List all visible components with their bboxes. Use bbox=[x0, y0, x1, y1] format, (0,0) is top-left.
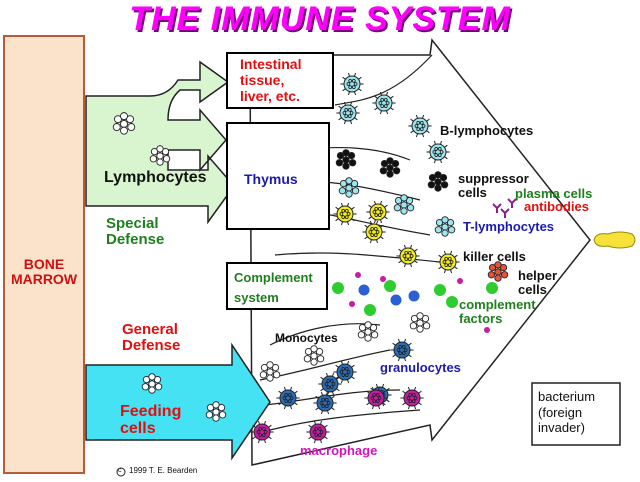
killer-cell bbox=[333, 202, 357, 226]
helper-cells-label: helper cells bbox=[518, 268, 558, 297]
b-lymphocyte-cell bbox=[426, 140, 450, 164]
intestinal-label: Intestinal tissue, liver, etc. bbox=[240, 56, 302, 105]
copyright-label: 1999 T. E. Bearden bbox=[129, 466, 198, 475]
lymphocyte-cell bbox=[112, 112, 136, 135]
complement-factor-dot bbox=[484, 327, 490, 333]
special-defense-arrow-shape bbox=[85, 60, 235, 225]
monocyte-cell bbox=[409, 312, 431, 333]
b-lymphocyte-cell bbox=[372, 91, 396, 115]
killer-cells-label: killer cells bbox=[463, 249, 526, 264]
granulocytes-label: granulocytes bbox=[380, 360, 461, 375]
b-lymphocyte-cell bbox=[408, 114, 432, 138]
lymphocytes-label: Lymphocytes bbox=[104, 169, 207, 186]
antibody-icon bbox=[507, 198, 517, 208]
special-defense-label: Special Defense bbox=[106, 215, 165, 248]
t-lymphocyte-cell bbox=[338, 177, 360, 198]
lymphocyte-cell bbox=[149, 145, 171, 166]
intestinal-box bbox=[226, 52, 334, 109]
thymus-box bbox=[226, 122, 330, 230]
antibody-icon bbox=[492, 203, 502, 213]
complement-factor-dot bbox=[349, 301, 355, 307]
suppressor-cells-label: suppressor cells bbox=[458, 171, 529, 200]
suppressor-cell bbox=[379, 157, 401, 178]
feeding-cell bbox=[141, 373, 163, 394]
complement-factor-dot bbox=[380, 276, 386, 282]
bacterium-label: bacterium (foreign invader) bbox=[538, 389, 596, 436]
complement-factor-dot bbox=[364, 304, 376, 316]
suppressor-cell bbox=[427, 171, 449, 192]
thymus-label: Thymus bbox=[244, 171, 298, 187]
complement-factor-dot bbox=[457, 278, 463, 284]
bacterium-shape bbox=[593, 231, 636, 249]
complement-factors-label: complement factors bbox=[459, 297, 536, 326]
bone-marrow-block bbox=[3, 35, 85, 474]
bone-marrow-label: BONE MARROW bbox=[10, 256, 78, 287]
macrophage-cell bbox=[250, 420, 274, 444]
complement-factor-dot bbox=[446, 296, 458, 308]
monocyte-cell bbox=[303, 345, 325, 366]
complement-factor-dot bbox=[390, 294, 402, 306]
complement-factor-dot bbox=[434, 284, 446, 296]
killer-cell bbox=[366, 200, 390, 224]
macrophage-cell bbox=[364, 386, 388, 410]
complement-factor-dot bbox=[358, 284, 370, 296]
complement-factor-dot bbox=[355, 272, 361, 278]
killer-cell bbox=[436, 250, 460, 274]
complement-factor-dot bbox=[332, 282, 344, 294]
granulocyte-cell bbox=[318, 372, 342, 396]
macrophage-cell bbox=[400, 386, 424, 410]
complement-factor-dot bbox=[486, 282, 498, 294]
macrophage-label: macrophage bbox=[300, 443, 378, 458]
feeding-cells-label: Feeding cells bbox=[120, 403, 182, 437]
b-lymphocyte-cell bbox=[336, 101, 360, 125]
general-defense-label: General Defense bbox=[122, 321, 181, 354]
suppressor-cell bbox=[335, 149, 357, 170]
killer-cell bbox=[362, 220, 386, 244]
feeding-cell bbox=[205, 401, 227, 422]
copyright-icon bbox=[116, 467, 126, 477]
t-lymphocytes-label: T-lymphocytes bbox=[463, 219, 555, 234]
complement-factor-dot bbox=[384, 280, 396, 292]
copyright-symbol: c bbox=[118, 467, 122, 474]
flow-arrow-outline bbox=[249, 38, 591, 466]
granulocyte-cell bbox=[276, 386, 300, 410]
granulocyte-cell bbox=[333, 360, 357, 384]
page-title: THE IMMUNE SYSTEM bbox=[129, 0, 511, 38]
helper-cell bbox=[487, 261, 509, 282]
complement-system-box bbox=[226, 262, 328, 310]
complement-system-label: Complement system bbox=[234, 270, 313, 305]
complement-factor-dot bbox=[408, 290, 420, 302]
killer-cell bbox=[396, 244, 420, 268]
monocyte-cell bbox=[357, 321, 379, 342]
monocytes-label: Monocytes bbox=[275, 331, 338, 345]
b-lymphocyte-cell bbox=[340, 72, 364, 96]
b-lymphocytes-label: B-lymphocytes bbox=[440, 123, 534, 138]
antibody-icon bbox=[500, 208, 510, 218]
t-lymphocyte-cell bbox=[393, 194, 415, 215]
granulocyte-cell bbox=[313, 391, 337, 415]
antibodies-label: antibodies bbox=[524, 199, 590, 214]
t-lymphocyte-cell bbox=[434, 216, 456, 237]
bacterium-label-box bbox=[531, 382, 621, 446]
granulocyte-cell bbox=[390, 338, 414, 362]
monocyte-cell bbox=[259, 361, 281, 382]
general-defense-arrow bbox=[85, 342, 271, 461]
plasma-cells-label: plasma cells bbox=[515, 186, 593, 201]
macrophage-cell bbox=[306, 420, 330, 444]
cells-layer bbox=[112, 72, 517, 444]
